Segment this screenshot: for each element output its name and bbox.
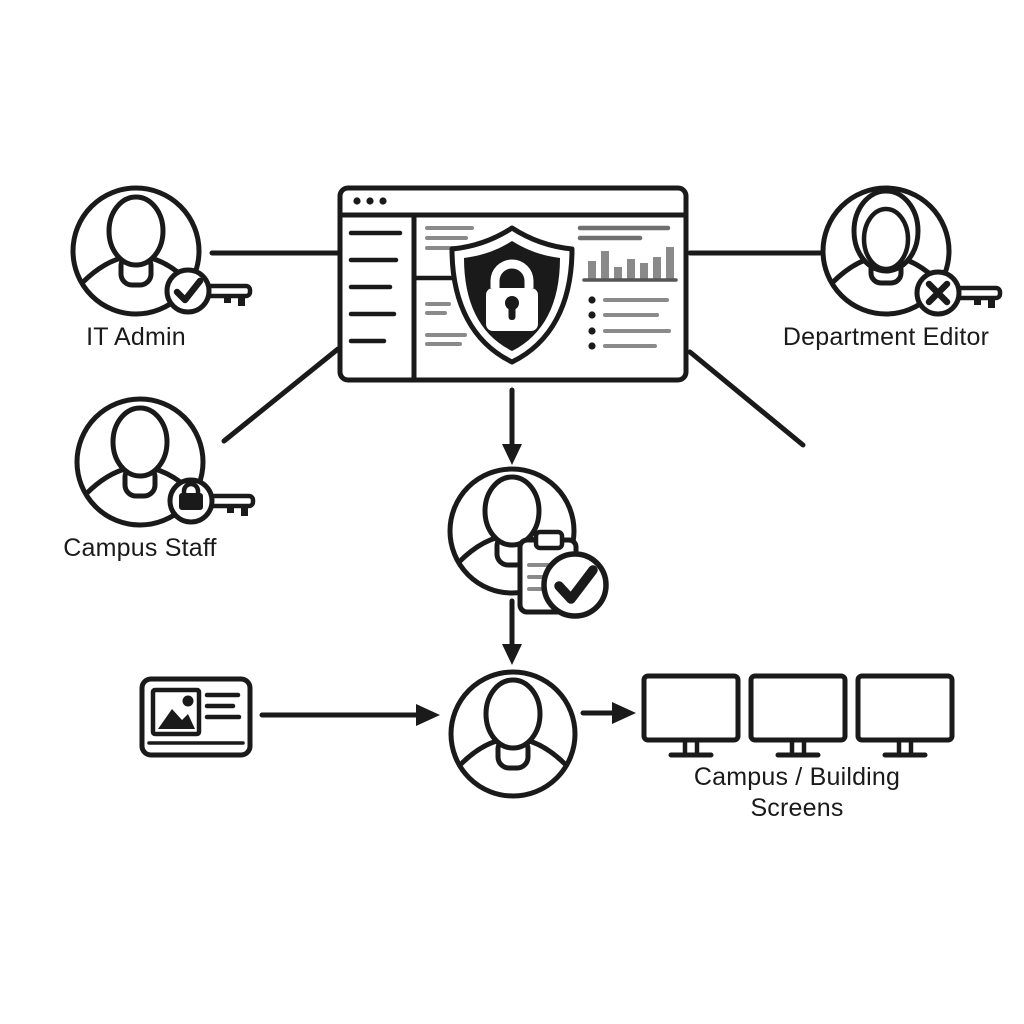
screens-group xyxy=(641,673,955,758)
node-it-admin xyxy=(70,185,253,317)
clipboard-check-icon xyxy=(517,529,609,619)
key-x-icon xyxy=(914,269,1003,317)
node-campus-staff xyxy=(74,396,256,528)
content-text-lines-right xyxy=(577,225,671,241)
screens-label-line1: Campus / Building xyxy=(693,763,901,791)
screens-label: Campus / Building Screens xyxy=(647,762,947,824)
cms-admin-window xyxy=(337,185,689,383)
arrow-card-to-publisher xyxy=(259,704,440,726)
card-text-lines xyxy=(147,692,245,745)
campus-staff-label: Campus Staff xyxy=(63,534,217,562)
node-publisher-person xyxy=(448,669,578,799)
arrow-approval-to-publisher xyxy=(502,598,522,665)
arrow-cms-to-approval xyxy=(502,387,522,465)
window-dots-icon xyxy=(353,197,387,205)
it-admin-label: IT Admin xyxy=(86,323,186,351)
content-card-icon xyxy=(139,676,253,758)
picture-icon xyxy=(150,687,202,737)
monitor-icon xyxy=(641,673,741,758)
connector-cms-to-lower-right xyxy=(687,349,806,448)
shield-lock-icon xyxy=(449,225,575,365)
screens-label-line2: Screens xyxy=(750,794,844,822)
connector-cms-to-campusstaff xyxy=(221,346,341,444)
node-approval-person xyxy=(447,466,609,619)
key-lock-icon xyxy=(167,477,256,525)
department-editor-label: Department Editor xyxy=(782,323,990,351)
sidebar-menu-lines xyxy=(348,230,403,344)
monitor-icon xyxy=(855,673,955,758)
node-department-editor xyxy=(820,185,1003,317)
user-avatar-icon xyxy=(448,669,578,799)
content-text-lines-left xyxy=(412,226,474,346)
arrow-publisher-to-screens xyxy=(580,702,636,724)
bullet-list-icon xyxy=(588,296,671,350)
key-check-icon xyxy=(164,267,253,315)
monitor-icon xyxy=(748,673,848,758)
bar-chart-icon xyxy=(582,247,678,282)
